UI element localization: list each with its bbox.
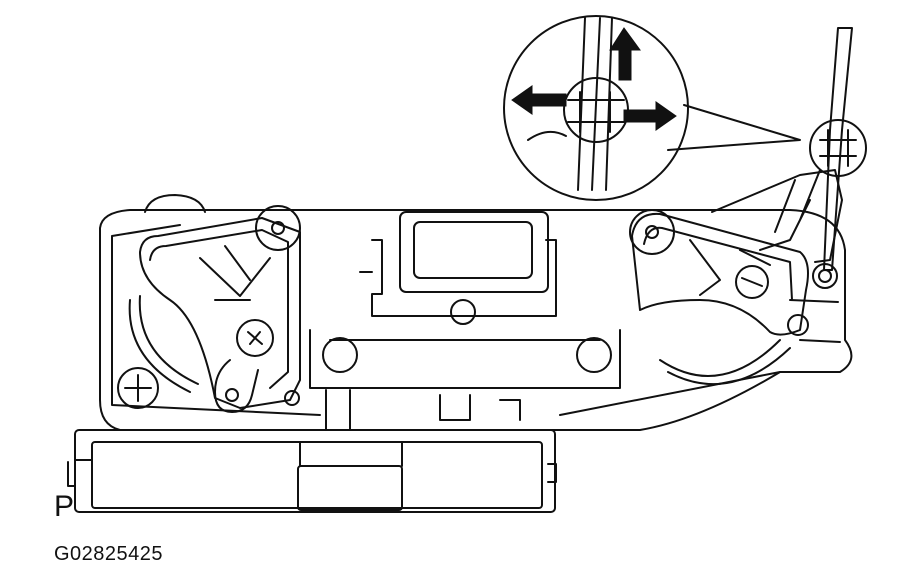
linkage-end-outer bbox=[812, 263, 838, 289]
left-lever-inner bbox=[149, 229, 289, 389]
figure-code-label: G02825425 bbox=[54, 543, 164, 565]
detail-clip-inner bbox=[567, 91, 625, 133]
view-letter-label: P bbox=[54, 490, 75, 523]
center-knob bbox=[450, 299, 476, 325]
lower-right-knob bbox=[576, 337, 612, 373]
right-arm-hole bbox=[787, 314, 809, 336]
linkage-clip bbox=[809, 119, 867, 177]
housing-right-edge bbox=[789, 299, 841, 343]
right-pivot-inner bbox=[645, 225, 659, 239]
housing-top-bump bbox=[144, 194, 206, 213]
right-gear bbox=[735, 265, 769, 299]
arrow-left-icon bbox=[511, 85, 567, 115]
detail-magnifier bbox=[503, 15, 689, 201]
left-gear-outer bbox=[236, 319, 274, 357]
display-frame bbox=[399, 211, 549, 293]
left-truss bbox=[199, 245, 271, 301]
center-block bbox=[359, 239, 557, 317]
housing-outline bbox=[99, 209, 853, 431]
callout-tail bbox=[667, 104, 801, 151]
lower-connectors bbox=[325, 389, 521, 431]
detail-rods bbox=[577, 17, 613, 191]
right-lever-plate bbox=[631, 212, 809, 336]
left-cam-arm bbox=[214, 359, 259, 413]
lower-middle-frame bbox=[309, 329, 621, 389]
left-arm-hole bbox=[225, 388, 239, 402]
left-pivot-inner bbox=[271, 221, 285, 235]
linkage-end-inner bbox=[818, 269, 832, 283]
arrow-right-icon bbox=[623, 101, 677, 131]
right-pivot-outer bbox=[629, 209, 675, 255]
lower-left-knob bbox=[322, 337, 358, 373]
right-gear-slot bbox=[741, 277, 763, 287]
bottom-panel-button bbox=[297, 465, 403, 511]
left-pivot-outer bbox=[255, 205, 301, 251]
bottom-panel-inner bbox=[91, 441, 543, 509]
left-arm-hole-2 bbox=[284, 390, 300, 406]
linkage-clip-detail bbox=[819, 129, 857, 167]
right-truss bbox=[689, 169, 821, 296]
right-lever-inner bbox=[643, 226, 793, 301]
left-small-knob-cross bbox=[124, 374, 152, 402]
left-lever-plate bbox=[139, 217, 301, 409]
left-gear-slot bbox=[247, 331, 263, 345]
right-wheel bbox=[659, 339, 791, 385]
bottom-panel-details bbox=[67, 441, 557, 487]
left-wheel bbox=[128, 295, 199, 393]
tool-shaft bbox=[823, 27, 853, 271]
right-bracket bbox=[711, 169, 843, 263]
arrow-up-icon bbox=[609, 27, 641, 81]
left-small-knob bbox=[117, 367, 159, 409]
display-window bbox=[413, 221, 533, 279]
detail-hand bbox=[527, 130, 567, 141]
